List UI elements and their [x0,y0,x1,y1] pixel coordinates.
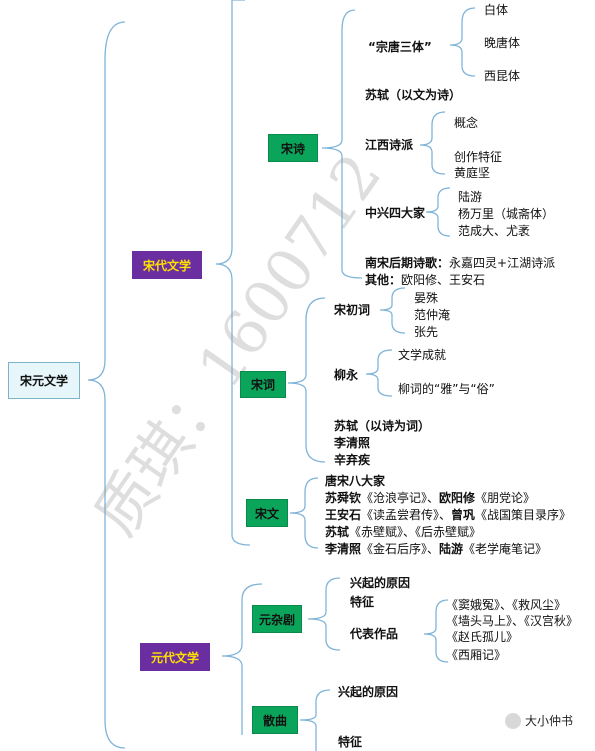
sanqu-reason: 兴起的原因 [338,685,399,699]
liuyong-item: 文学成就 [398,348,447,362]
nansong-line: 南宋后期诗歌：永嘉四灵+江湖诗派 [365,256,555,270]
chuci-item: 张先 [414,325,439,339]
song-prose-node: 宋文 [246,499,288,527]
jiangxi-item: 创作特征 [454,150,503,164]
nansong-label: 南宋后期诗歌： [365,256,450,270]
wen-line: 苏轼《赤壁赋》、《后赤壁赋》 [325,525,481,539]
sushi-poetry-label: 苏轼（以文为诗） [365,88,462,102]
other-line: 其他：欧阳修、王安石 [365,273,485,287]
xinqiji-label: 辛弃疾 [334,453,371,467]
song-ci-node: 宋词 [240,371,286,398]
zaju-work: 《赵氏孤儿》 [446,630,519,644]
author: 苏轼 [325,525,350,539]
other-label: 其他： [365,273,402,287]
chuci-label: 宋初词 [334,303,371,317]
zhongxing-label: 中兴四大家 [365,206,426,220]
author: 苏舜钦 [325,491,362,505]
logo-text: 大小仲书 [525,714,574,728]
chuci-item: 范仲淹 [414,308,451,322]
songtang-item: 西昆体 [484,69,521,83]
wechat-icon [505,712,521,729]
chuci-item: 晏殊 [414,291,439,305]
jiangxi-item: 概念 [454,116,479,130]
author: 李清照 [325,542,362,556]
zaju-work: 《窦娥冤》、《救风尘》 [446,598,567,612]
liuyong-item: 柳词的“雅”与“俗” [398,382,495,396]
liuyong-label: 柳永 [334,368,359,382]
author: 欧阳修 [439,491,476,505]
zaju-work: 《墙头马上》、《汉宫秋》 [446,614,579,628]
yuan-sanqu-node: 散曲 [252,706,298,734]
song-literature-node: 宋代文学 [132,251,202,279]
song-poetry-node: 宋诗 [268,134,318,162]
wen-line: 王安石《读孟尝君传》、曾巩《战国策目录序》 [325,508,571,522]
liqingzhao-label: 李清照 [334,436,371,450]
author: 陆游 [439,542,464,556]
jiangxi-label: 江西诗派 [365,138,414,152]
author: 曾巩 [451,508,476,522]
sushi-ci-label: 苏轼（以诗为词） [334,419,431,433]
wen-line: 李清照《金石后序》、陆游《老学庵笔记》 [325,542,547,556]
root-node: 宋元文学 [8,362,80,399]
yuan-literature-node: 元代文学 [140,643,210,671]
zhongxing-item: 杨万里（城斋体） [458,207,555,221]
nansong-value: 永嘉四灵+江湖诗派 [449,256,556,270]
other-value: 欧阳修、王安石 [401,273,486,287]
zaju-reason: 兴起的原因 [350,576,411,590]
wen-line: 苏舜钦《沧浪亭记》、欧阳修《朋党论》 [325,491,535,505]
author: 唐宋八大家 [325,474,386,488]
sanqu-feature: 特征 [338,735,363,749]
zhongxing-item: 陆游 [458,190,483,204]
work: 《金石后序》、 [361,542,440,556]
work: 《朋党论》 [475,491,536,505]
yuan-zaju-node: 元杂剧 [252,605,302,633]
work: 《沧浪亭记》、 [361,491,440,505]
zaju-works-label: 代表作品 [350,627,399,641]
work: 《赤壁赋》、《后赤壁赋》 [349,525,482,539]
author: 王安石 [325,508,362,522]
work: 《读孟尝君传》、 [361,508,452,522]
songtang-item: 晚唐体 [484,36,521,50]
zaju-feature: 特征 [350,595,375,609]
zhongxing-item: 范成大、尤袤 [458,224,531,238]
work: 《战国策目录序》 [475,508,572,522]
songtang-label: “宗唐三体” [368,40,432,54]
wen-line: 唐宋八大家 [325,474,385,488]
work: 《老学庵笔记》 [463,542,548,556]
songtang-item: 白体 [484,3,509,17]
jiangxi-item: 黄庭坚 [454,166,491,180]
zaju-work: 《西厢记》 [446,648,507,662]
wechat-logo: 大小仲书 [505,712,573,729]
